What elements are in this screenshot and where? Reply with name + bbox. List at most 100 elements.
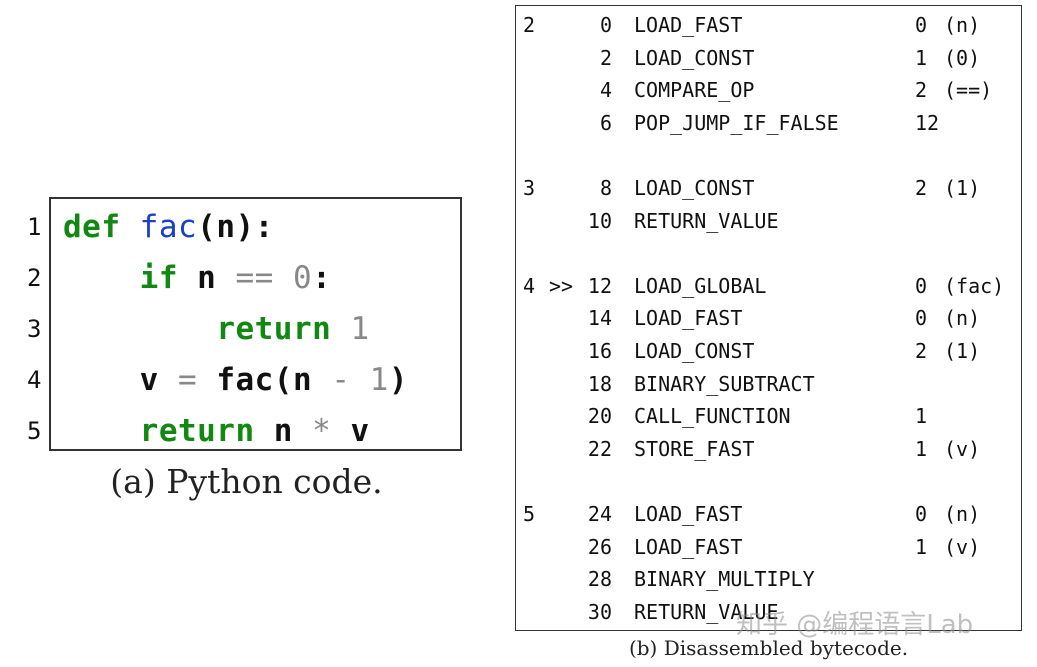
code-token: *: [312, 413, 332, 449]
opcode-argval: (0): [944, 45, 981, 70]
code-token: ): [388, 362, 408, 398]
watermark: 知乎 @编程语言Lab: [736, 610, 974, 640]
opcode-name: LOAD_CONST: [634, 339, 755, 363]
opcode-argval: (1): [944, 176, 981, 200]
opcode-name: RETURN_VALUE: [634, 208, 779, 233]
code-token: 1: [369, 362, 389, 398]
opcode-name: POP_JUMP_IF_FALSE: [634, 110, 839, 135]
opcode-arg: 2: [915, 339, 928, 363]
bytecode-offset: 10: [587, 208, 612, 233]
code-token: -: [331, 362, 351, 398]
bytecode-offset: 24: [587, 502, 612, 526]
bytecode-offset: 14: [587, 306, 612, 331]
opcode-arg: 0: [915, 502, 928, 526]
opcode-argval: (n): [944, 306, 981, 331]
code-token: (n):: [197, 209, 274, 245]
bytecode-offset: 8: [599, 176, 612, 200]
opcode-argval: (n): [944, 13, 981, 37]
jump-target-marker: >>: [549, 273, 574, 298]
opcode-name: LOAD_CONST: [634, 45, 755, 70]
bytecode-offset: 18: [587, 371, 612, 396]
code-token: 1: [350, 311, 370, 347]
code-line: return 1: [63, 309, 460, 360]
code-token: 0: [292, 260, 313, 296]
opcode-argval: (v): [944, 436, 981, 461]
opcode-arg: 1: [915, 534, 928, 559]
opcode-name: LOAD_GLOBAL: [634, 273, 767, 298]
bytecode-row: 10 RETURN_VALUE: [516, 205, 1021, 237]
bytecode-offset: 12: [587, 273, 612, 298]
code-token: return: [216, 311, 332, 347]
opcode-name: RETURN_VALUE: [634, 599, 779, 624]
bytecode-blank-row: [516, 465, 1021, 497]
bytecode-offset: 20: [587, 404, 612, 429]
caption-python-code: (a) Python code.: [110, 462, 383, 501]
bytecode-offset: 2: [599, 45, 612, 70]
bytecode-offset: 22: [587, 436, 612, 461]
opcode-name: LOAD_FAST: [634, 306, 743, 331]
opcode-argval: (fac): [944, 273, 1005, 298]
bytecode-offset: 0: [599, 13, 612, 37]
code-token: v: [331, 413, 370, 449]
bytecode-row: 18 BINARY_SUBTRACT: [516, 368, 1021, 400]
opcode-argval: (v): [944, 534, 981, 559]
bytecode-offset: 6: [599, 110, 612, 135]
opcode-name: BINARY_MULTIPLY: [634, 567, 815, 592]
code-token: ==: [235, 260, 274, 296]
opcode-name: LOAD_CONST: [634, 176, 755, 200]
bytecode-row: 14 LOAD_FAST 0 (n): [516, 302, 1021, 334]
bytecode-row: 4 >> 12 LOAD_GLOBAL 0 (fac): [516, 270, 1021, 302]
opcode-argval: (1): [944, 339, 981, 363]
code-listing-box: def fac(n): if n == 0: return 1 v = fac(…: [49, 197, 462, 451]
opcode-arg: 1: [915, 436, 928, 461]
code-token: [63, 413, 140, 449]
code-token: [331, 311, 350, 347]
bytecode-offset: 4: [599, 78, 612, 103]
code-token: [274, 260, 293, 296]
code-token: if: [139, 260, 178, 296]
opcode-arg: 1: [915, 45, 928, 70]
code-token: n: [254, 413, 313, 449]
opcode-name: STORE_FAST: [634, 436, 755, 461]
opcode-arg: 0: [915, 273, 928, 298]
opcode-name: LOAD_FAST: [634, 502, 743, 526]
code-token: fac: [139, 209, 198, 245]
code-token: def: [63, 209, 121, 245]
opcode-name: BINARY_SUBTRACT: [634, 371, 815, 396]
source-line-number: 3: [523, 176, 536, 200]
bytecode-offset: 28: [587, 567, 612, 592]
line-number: 1: [27, 213, 42, 241]
code-token: [121, 209, 140, 245]
opcode-name: LOAD_FAST: [634, 13, 743, 37]
code-line: return n * v: [63, 411, 460, 462]
source-line-number: 4: [523, 273, 536, 298]
opcode-argval: (n): [944, 502, 981, 526]
code-token: return: [139, 413, 255, 449]
opcode-name: COMPARE_OP: [634, 78, 755, 103]
code-line: def fac(n):: [63, 207, 460, 258]
caption-bytecode: (b) Disassembled bytecode.: [628, 636, 909, 660]
code-line: v = fac(n - 1): [63, 360, 460, 411]
line-number: 2: [27, 264, 42, 292]
bytecode-row: 28 BINARY_MULTIPLY: [516, 563, 1021, 595]
code-line: if n == 0:: [63, 258, 460, 309]
opcode-name: LOAD_FAST: [634, 534, 743, 559]
opcode-arg: 1: [915, 404, 928, 429]
code-token: :: [312, 260, 332, 296]
line-number: 5: [27, 417, 42, 445]
code-token: [350, 362, 369, 398]
code-token: [63, 260, 140, 296]
opcode-arg: 0: [915, 306, 928, 331]
source-line-number: 2: [523, 13, 536, 37]
bytecode-blank-row: [516, 237, 1021, 269]
